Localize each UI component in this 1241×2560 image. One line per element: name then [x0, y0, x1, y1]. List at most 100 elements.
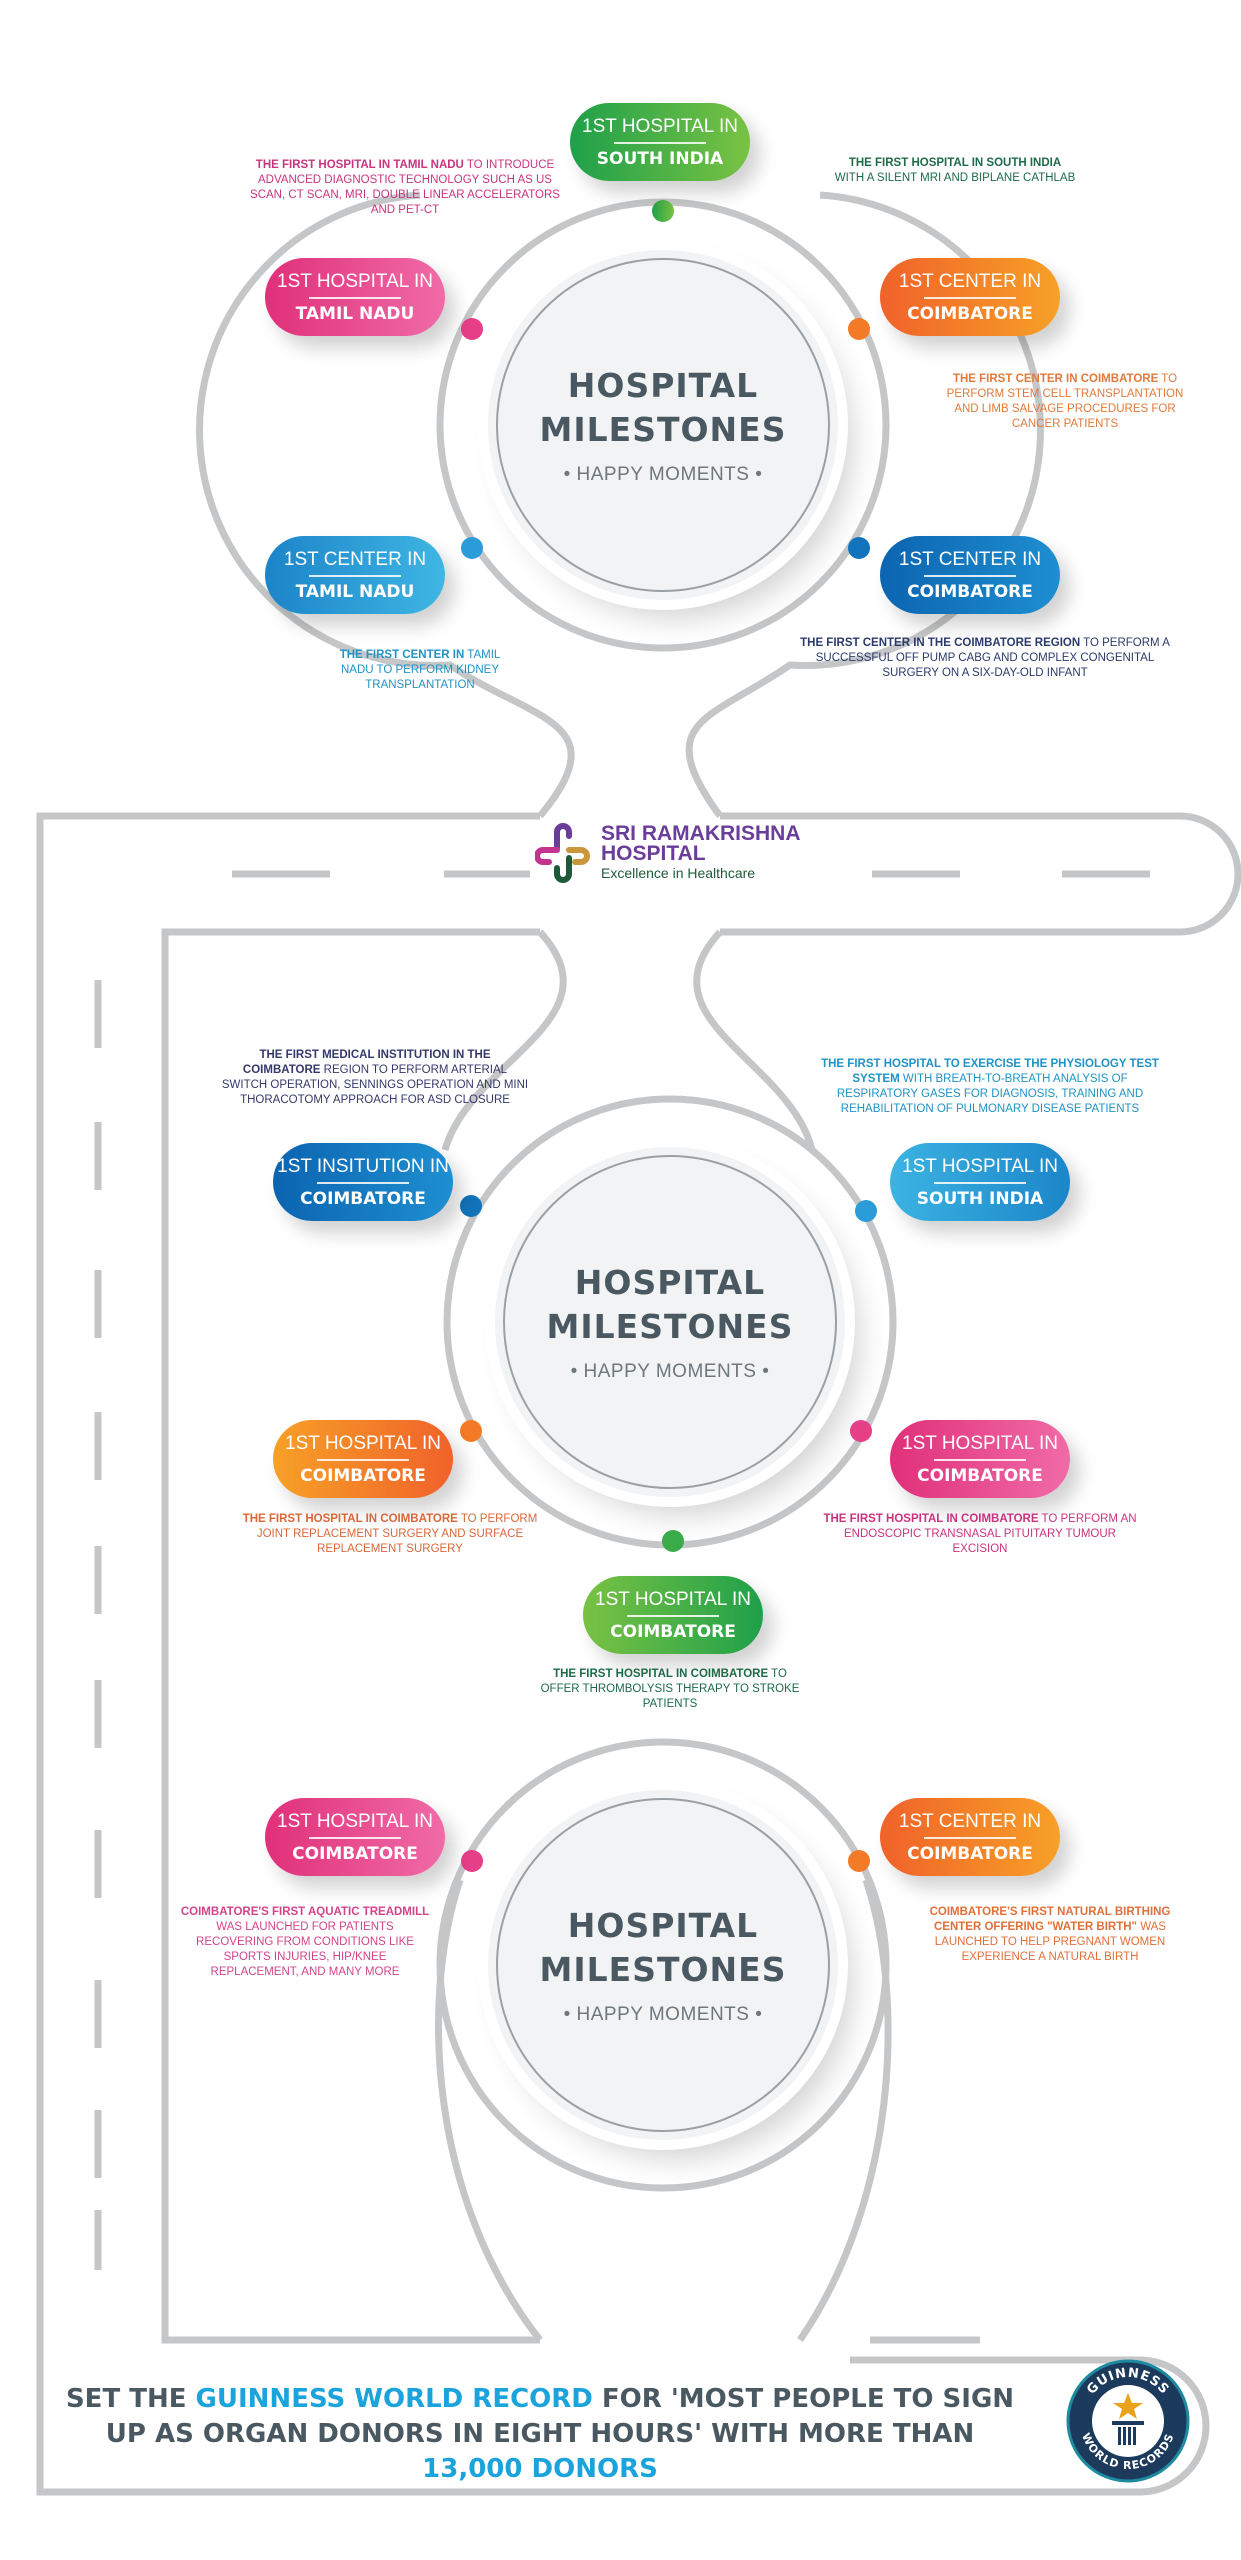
logo-name-line2: HOSPITAL: [601, 842, 706, 865]
footer-text-part2: FOR 'MOST PEOPLE TO SIGN UP AS ORGAN DON…: [105, 2384, 1015, 2449]
footer-highlight-record: GUINNESS WORLD RECORD: [195, 2384, 593, 2414]
logo-name-line1: SRI RAMAKRISHNA: [601, 822, 801, 845]
milestone-pill-coimbatore: 1ST HOSPITAL IN COIMBATORE: [265, 1798, 445, 1876]
description-highlight: THE FIRST HOSPITAL TO EXERCISE THE PHYSI…: [821, 1058, 1159, 1085]
hospital-logo: SRI RAMAKRISHNA HOSPITAL Excellence in H…: [535, 822, 801, 884]
milestone-marker-dot: [461, 318, 483, 340]
pill-bottom-text: COIMBATORE: [907, 303, 1033, 324]
description-text: REGION TO PERFORM ARTERIAL SWITCH OPERAT…: [221, 1064, 529, 1106]
milestone-marker-dot: [461, 1850, 483, 1872]
description-highlight: THE FIRST HOSPITAL IN COIMBATORE: [242, 1513, 458, 1525]
description-text: TO OFFER THROMBOLYSIS THERAPY TO STROKE …: [540, 1668, 800, 1710]
description-text: WITH BREATH-TO-BREATH ANALYSIS OF RESPIR…: [836, 1073, 1144, 1115]
pill-bottom-text: COIMBATORE: [610, 1621, 736, 1642]
pill-divider: [309, 574, 401, 577]
pill-bottom-text: SOUTH INDIA: [596, 148, 724, 169]
logo-tagline: Excellence in Healthcare: [601, 865, 756, 881]
pill-top-text: 1ST HOSPITAL IN: [277, 1810, 433, 1832]
description-highlight: COIMBATORE'S FIRST AQUATIC TREADMILL: [180, 1906, 430, 1918]
pill-top-text: 1ST CENTER IN: [283, 548, 427, 570]
milestone-marker-dot: [461, 537, 483, 559]
pill-top-text: 1ST INSITUTION IN: [277, 1155, 449, 1177]
milestone-pill-coimbatore: 1ST CENTER IN COIMBATORE: [880, 258, 1060, 336]
hub-subtitle: • HAPPY MOMENTS •: [563, 2004, 763, 2025]
guinness-record-statement: SET THE GUINNESS WORLD RECORD FOR 'MOST …: [60, 2382, 1020, 2487]
pill-top-text: 1ST HOSPITAL IN: [902, 1432, 1058, 1454]
pill-divider: [924, 296, 1016, 299]
hub-title-line2: MILESTONES: [539, 410, 787, 449]
milestone-marker-dot: [662, 1530, 684, 1552]
milestone-description: THE FIRST HOSPITAL IN COIMBATORE TO OFFE…: [535, 1667, 805, 1712]
milestone-pill-south-india: 1ST HOSPITAL IN SOUTH INDIA: [890, 1143, 1070, 1221]
pill-bottom-text: TAMIL NADU: [295, 581, 415, 602]
footer-highlight-donors: 13,000 DONORS: [422, 2454, 658, 2484]
milestone-pill-coimbatore: 1ST INSITUTION IN COIMBATORE: [273, 1143, 453, 1221]
hub-title-line1: HOSPITAL: [567, 1906, 759, 1945]
milestone-description: THE FIRST HOSPITAL IN COIMBATORE TO PERF…: [230, 1512, 550, 1557]
pill-bottom-text: TAMIL NADU: [295, 303, 415, 324]
description-highlight: THE FIRST HOSPITAL IN TAMIL NADU: [255, 159, 464, 171]
pill-bottom-text: COIMBATORE: [300, 1188, 426, 1209]
pill-top-text: 1ST HOSPITAL IN: [582, 115, 738, 137]
hub-circle-3: HOSPITAL MILESTONES • HAPPY MOMENTS •: [488, 1790, 838, 2140]
pill-bottom-text: COIMBATORE: [907, 581, 1033, 602]
pill-divider: [317, 1458, 409, 1461]
hub-subtitle: • HAPPY MOMENTS •: [570, 1361, 770, 1382]
description-highlight: THE FIRST HOSPITAL IN COIMBATORE: [823, 1513, 1039, 1525]
milestone-description: THE FIRST HOSPITAL IN COIMBATORE TO PERF…: [820, 1512, 1140, 1557]
milestone-marker-dot: [848, 1850, 870, 1872]
hub-circle-1: HOSPITAL MILESTONES • HAPPY MOMENTS •: [488, 250, 838, 600]
milestone-pill-coimbatore: 1ST CENTER IN COIMBATORE: [880, 536, 1060, 614]
pill-divider: [309, 296, 401, 299]
pill-bottom-text: SOUTH INDIA: [916, 1188, 1044, 1209]
footer-text-part1: SET THE: [65, 2384, 196, 2414]
guinness-world-records-badge-icon: GUINNESS WORLD RECORDS: [1066, 2359, 1190, 2483]
pill-divider: [924, 574, 1016, 577]
description-highlight: THE FIRST CENTER IN COIMBATORE: [952, 373, 1159, 385]
pill-bottom-text: COIMBATORE: [292, 1843, 418, 1864]
milestone-pill-coimbatore: 1ST HOSPITAL IN COIMBATORE: [583, 1576, 763, 1654]
description-text: TO PERFORM A SUCCESSFUL OFF PUMP CABG AN…: [815, 637, 1170, 679]
milestone-description: THE FIRST CENTER IN COIMBATORE TO PERFOR…: [945, 372, 1185, 432]
pill-divider: [614, 141, 706, 144]
hub-circle-border: HOSPITAL MILESTONES • HAPPY MOMENTS •: [496, 258, 830, 592]
milestone-marker-dot: [652, 200, 674, 222]
milestone-description: THE FIRST CENTER IN TAMIL NADU TO PERFOR…: [330, 648, 510, 693]
milestone-description: THE FIRST HOSPITAL TO EXERCISE THE PHYSI…: [815, 1057, 1165, 1117]
description-highlight: THE FIRST CENTER IN THE COIMBATORE REGIO…: [800, 637, 1081, 649]
milestone-marker-dot: [848, 537, 870, 559]
milestone-pill-coimbatore: 1ST HOSPITAL IN COIMBATORE: [890, 1420, 1070, 1498]
description-highlight: COIMBATORE'S FIRST NATURAL BIRTHING CENT…: [929, 1906, 1171, 1933]
milestone-pill-tamil-nadu: 1ST CENTER IN TAMIL NADU: [265, 536, 445, 614]
description-highlight: THE FIRST HOSPITAL IN COIMBATORE: [553, 1668, 769, 1680]
pill-divider: [924, 1836, 1016, 1839]
pill-top-text: 1ST HOSPITAL IN: [277, 270, 433, 292]
pill-bottom-text: COIMBATORE: [917, 1465, 1043, 1486]
milestone-description: THE FIRST HOSPITAL IN SOUTH INDIA WITH A…: [805, 156, 1105, 186]
pill-divider: [934, 1458, 1026, 1461]
pill-top-text: 1ST HOSPITAL IN: [595, 1588, 751, 1610]
pillar-icon: [1112, 2421, 1144, 2425]
pill-divider: [317, 1181, 409, 1184]
pill-top-text: 1ST CENTER IN: [898, 548, 1042, 570]
pill-bottom-text: COIMBATORE: [907, 1843, 1033, 1864]
description-highlight: THE FIRST HOSPITAL IN SOUTH INDIA: [848, 157, 1062, 169]
description-text: TO PERFORM AN ENDOSCOPIC TRANSNASAL PITU…: [843, 1513, 1137, 1555]
milestone-marker-dot: [460, 1195, 482, 1217]
star-icon: [1113, 2393, 1143, 2419]
milestone-description: COIMBATORE'S FIRST AQUATIC TREADMILL WAS…: [180, 1905, 430, 1980]
description-highlight: THE FIRST MEDICAL INSTITUTION IN THE COI…: [242, 1049, 491, 1076]
milestone-description: THE FIRST CENTER IN THE COIMBATORE REGIO…: [790, 636, 1180, 681]
milestone-marker-dot: [850, 1420, 872, 1442]
pill-top-text: 1ST CENTER IN: [898, 270, 1042, 292]
milestone-marker-dot: [855, 1200, 877, 1222]
pill-top-text: 1ST HOSPITAL IN: [902, 1155, 1058, 1177]
pill-divider: [934, 1181, 1026, 1184]
milestone-description: THE FIRST MEDICAL INSTITUTION IN THE COI…: [220, 1048, 530, 1108]
hub-circle-border: HOSPITAL MILESTONES • HAPPY MOMENTS •: [503, 1155, 837, 1489]
hub-title-line2: MILESTONES: [546, 1307, 794, 1346]
description-text: TAMIL NADU TO PERFORM KIDNEY TRANSPLANTA…: [340, 649, 501, 691]
milestone-description: COIMBATORE'S FIRST NATURAL BIRTHING CENT…: [925, 1905, 1175, 1965]
milestone-pill-tamil-nadu: 1ST HOSPITAL IN TAMIL NADU: [265, 258, 445, 336]
